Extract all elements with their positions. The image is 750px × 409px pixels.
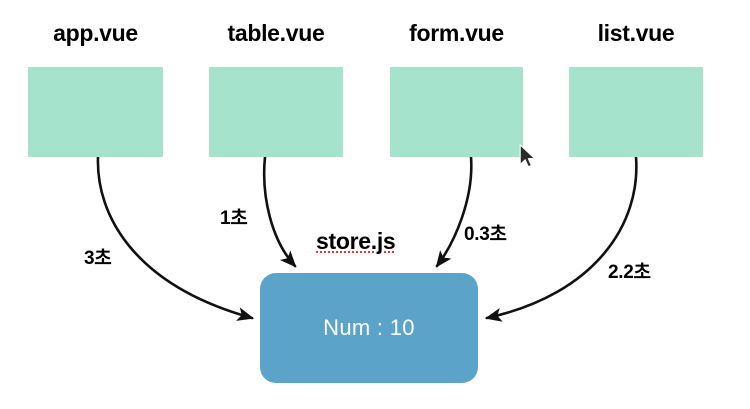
- store-value-text: Num : 10: [323, 315, 415, 340]
- component-node-app: app.vue: [28, 20, 163, 157]
- component-box-list[interactable]: [569, 67, 703, 157]
- component-box-app[interactable]: [28, 67, 163, 157]
- store-label: store.js: [316, 228, 396, 254]
- edge-label-form-to-store: 0.3초: [464, 224, 507, 245]
- arrow-2: [435, 155, 473, 268]
- arrow-1: [262, 155, 297, 268]
- component-title-table: table.vue: [227, 20, 325, 46]
- edge-label-list-to-store: 2.2초: [608, 262, 651, 283]
- component-box-form[interactable]: [390, 67, 523, 157]
- store-box[interactable]: Num : 10: [260, 273, 478, 383]
- component-title-form: form.vue: [409, 20, 504, 46]
- component-node-table: table.vue: [209, 20, 343, 157]
- edge-label-app-to-store: 3초: [84, 248, 112, 269]
- arrow-0: [96, 155, 255, 321]
- component-node-list: list.vue: [569, 20, 703, 157]
- component-box-table[interactable]: [209, 67, 343, 157]
- component-title-app: app.vue: [53, 20, 138, 46]
- component-title-list: list.vue: [597, 20, 675, 46]
- arrow-3: [484, 155, 638, 322]
- component-node-form: form.vue: [390, 20, 523, 157]
- edge-label-table-to-store: 1초: [220, 208, 248, 229]
